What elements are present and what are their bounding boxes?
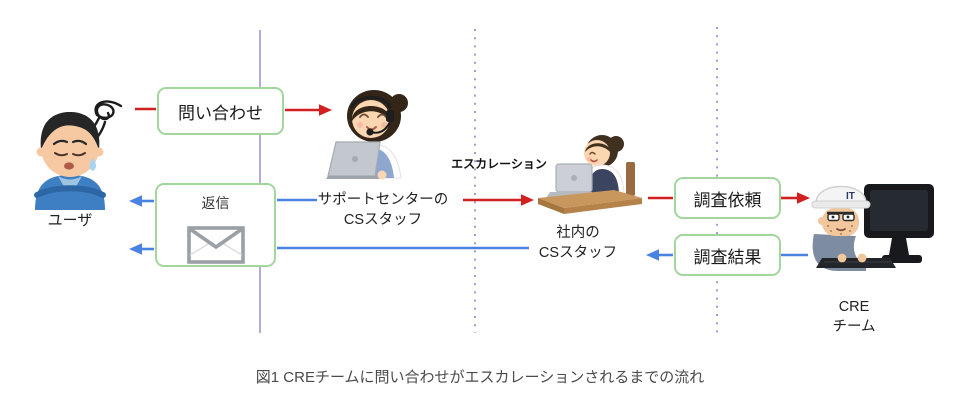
hardhat-label: IT (846, 191, 855, 202)
cre-team-label-line2: チーム (832, 318, 876, 335)
keyboard-icon (816, 258, 896, 268)
inquiry-box-label: 問い合わせ (178, 103, 263, 123)
user-label: ユーザ (47, 212, 93, 229)
inquiry-box: 問い合わせ (157, 87, 284, 135)
monitor-icon (864, 184, 934, 263)
internal-cs-staff-label: 社内の CSスタッフ (528, 224, 628, 263)
envelope-icon (186, 226, 245, 264)
hardhat-icon: IT (811, 185, 871, 209)
arrow-escalation (463, 194, 534, 206)
laptop-icon (326, 141, 387, 180)
lane-dividers (259, 27, 718, 333)
cre-team-label-line1: CRE (838, 299, 870, 315)
chair-icon (626, 162, 635, 196)
cre-team-label: CRE チーム (814, 298, 894, 337)
desk-icon (538, 190, 642, 214)
figure-caption: 図1 CREチームに問い合わせがエスカレーションされるまでの流れ (255, 369, 705, 386)
investigation-result-box: 調査結果 (674, 234, 781, 276)
cre-engineer-icon: IT (811, 184, 934, 271)
blue-arrows (129, 195, 808, 261)
investigation-result-label: 調査結果 (693, 247, 762, 267)
support-staff-icon (326, 90, 408, 180)
arrow-reply-to-user-bottom (129, 243, 154, 255)
red-arrows (135, 104, 810, 206)
arrow-inquiry-right-segment (285, 104, 332, 116)
internal-cs-staff-icon (538, 135, 642, 214)
reply-box-label: 返信 (201, 195, 230, 211)
arrow-investigation-request-right-segment (781, 192, 810, 204)
investigation-request-label: 調査依頼 (693, 190, 762, 210)
investigation-request-box: 調査依頼 (674, 177, 781, 219)
support-staff-label-line2: CSスタッフ (343, 211, 423, 228)
escalation-label: エスカレーション (451, 157, 547, 171)
support-staff-label: サポートセンターの CSスタッフ (313, 191, 453, 230)
internal-cs-staff-label-line1: 社内の (556, 225, 600, 241)
user-icon (34, 100, 123, 210)
reply-box: 返信 (155, 183, 276, 267)
arrow-reply-to-user-top (129, 195, 154, 207)
support-staff-label-line1: サポートセンターの (317, 192, 449, 208)
internal-cs-staff-label-line2: CSスタッフ (538, 244, 618, 261)
headset-icon (350, 95, 394, 136)
arrow-investigation-result-left-segment (646, 249, 673, 261)
